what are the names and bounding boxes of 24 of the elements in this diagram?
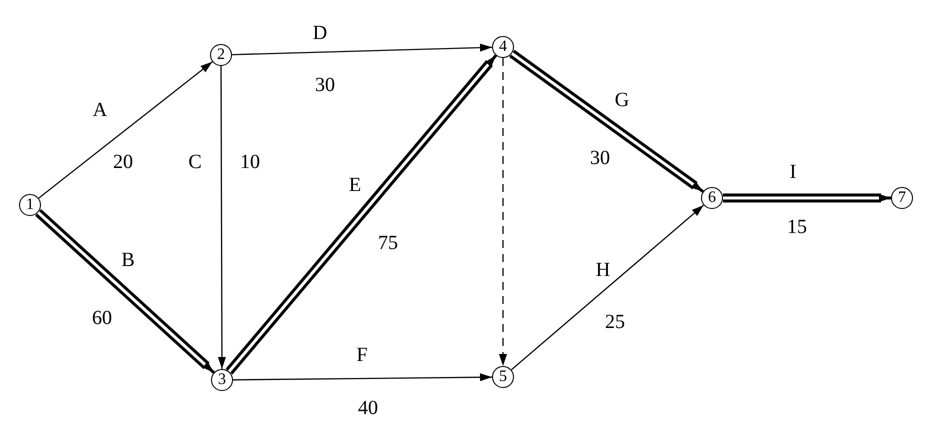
arrow: [499, 58, 507, 366]
arrow: [225, 54, 498, 376]
node-circle: [701, 187, 723, 209]
node-number: 7: [898, 190, 906, 206]
node-circle: [492, 36, 514, 58]
arrow: [38, 61, 213, 199]
node-number: 4: [499, 39, 507, 55]
node-circle: [210, 44, 232, 66]
arrow: [232, 44, 492, 56]
node-circle: [891, 187, 913, 209]
node-number: 6: [708, 190, 716, 206]
node-number: 1: [26, 197, 34, 213]
arrow: [722, 194, 892, 202]
node-circle: [211, 369, 233, 391]
node-circle: [19, 194, 41, 216]
node-circle: [492, 366, 514, 388]
arrow: [218, 66, 226, 369]
node-number: 2: [217, 47, 225, 63]
node-number: 3: [218, 372, 226, 388]
arrow: [233, 373, 492, 382]
node-number: 5: [499, 369, 507, 385]
arrow: [34, 208, 216, 374]
arrow: [510, 204, 704, 370]
arrow: [508, 50, 705, 194]
